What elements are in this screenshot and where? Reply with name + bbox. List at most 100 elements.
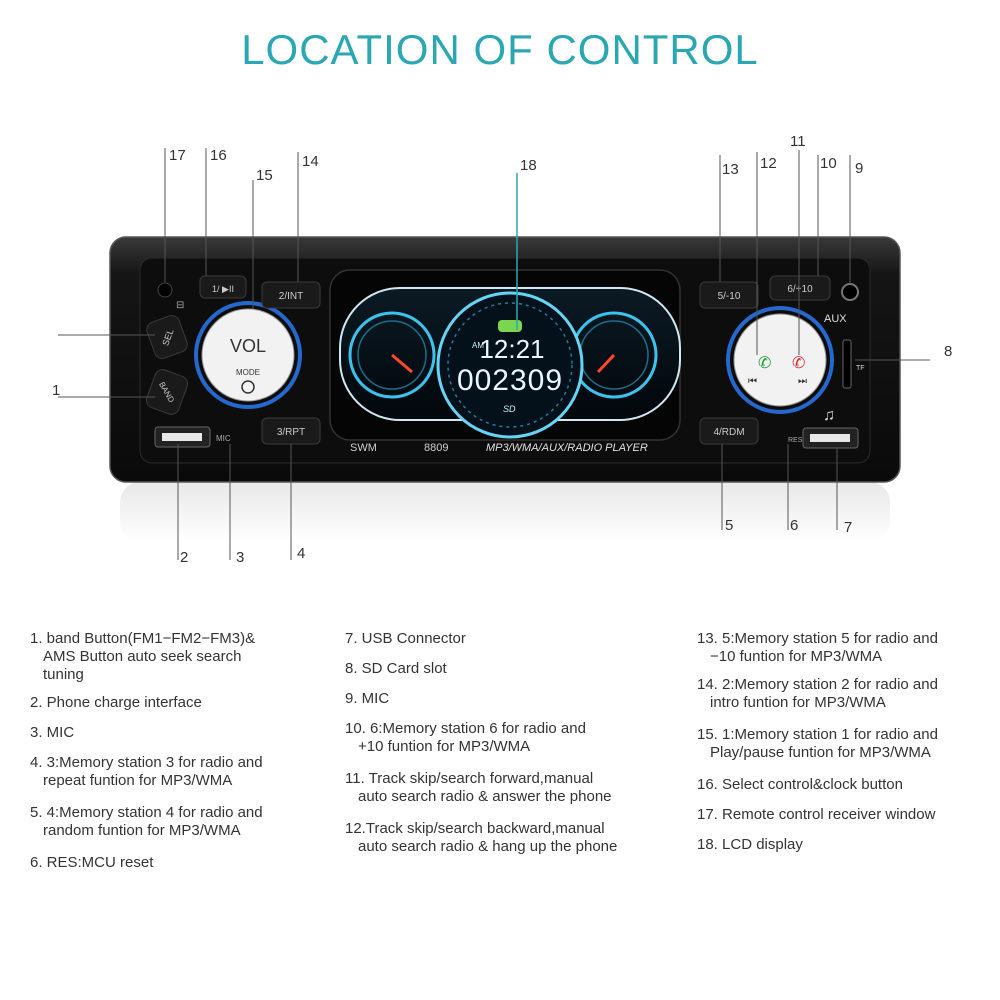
callout-15: 15 [256, 167, 273, 184]
legend-line: random funtion for MP3/WMA [43, 822, 241, 839]
legend-line: 7. USB Connector [345, 630, 466, 647]
callout-7: 7 [844, 519, 852, 536]
callout-11: 11 [790, 133, 806, 150]
callout-10: 10 [820, 155, 837, 172]
callout-4: 4 [297, 545, 305, 562]
next-track-icon: ⏭ [798, 376, 807, 387]
legend-line: 13. 5:Memory station 5 for radio and [697, 630, 938, 647]
legend-line: 8. SD Card slot [345, 660, 447, 677]
aux-jack[interactable] [841, 283, 859, 301]
legend-item: 3. MIC [30, 724, 263, 742]
player-label: MP3/WMA/AUX/RADIO PLAYER [486, 442, 648, 454]
callout-8: 8 [944, 343, 952, 360]
hangup-phone-icon: ✆ [792, 355, 805, 372]
legend-line: −10 funtion for MP3/WMA [710, 648, 883, 665]
callout-16: 16 [210, 147, 227, 164]
mode-label: MODE [236, 368, 260, 377]
sel-button[interactable]: SEL [145, 313, 190, 360]
band-button[interactable]: BAND [144, 367, 190, 416]
lcd-counter: 002309 [457, 364, 563, 397]
callout-18: 18 [520, 157, 537, 174]
legend-line: intro funtion for MP3/WMA [710, 694, 886, 711]
legend-item: 2. Phone charge interface [30, 694, 263, 712]
legend-line: +10 funtion for MP3/WMA [358, 738, 531, 755]
button-5[interactable]: 5/-10 [699, 281, 759, 309]
legend-line: 17. Remote control receiver window [697, 806, 936, 823]
svg-text:3/RPT: 3/RPT [277, 427, 305, 438]
legend-line: 12.Track skip/search backward,manual [345, 820, 605, 837]
vol-label: VOL [230, 336, 266, 356]
lcd-sd: SD [503, 404, 516, 414]
legend-item: 9. MIC [345, 690, 617, 708]
car-stereo-diagram: AM 12:21 002309 SD SWM 8809 MP3/WMA/AUX/… [52, 133, 952, 566]
legend-line: 11. Track skip/search forward,manual [345, 770, 594, 787]
power-icon [241, 380, 255, 394]
res-label: RES [788, 437, 803, 444]
legend-column-3: 13. 5:Memory station 5 for radio and−10 … [697, 630, 938, 854]
legend-item: 8. SD Card slot [345, 660, 617, 678]
legend-line: Play/pause funtion for MP3/WMA [710, 744, 931, 761]
model-label: 8809 [424, 442, 448, 454]
lcd-clock: 12:21 [479, 334, 544, 364]
legend-item: 17. Remote control receiver window [697, 806, 938, 824]
callout-3: 3 [236, 549, 244, 566]
button-3[interactable]: 3/RPT [261, 417, 321, 445]
legend-line: 14. 2:Memory station 2 for radio and [697, 676, 938, 693]
button-6[interactable]: 6/+10 [769, 275, 831, 301]
legend-line: AMS Button auto seek search [43, 648, 242, 665]
page-title: LOCATION OF CONTROL [241, 26, 759, 73]
car-icon [498, 320, 522, 332]
lcd-am: AM [472, 341, 484, 350]
legend-line: 15. 1:Memory station 1 for radio and [697, 726, 938, 743]
legend-line: auto search radio & hang up the phone [358, 838, 618, 855]
legend-column-1: 1. band Button(FM1−FM2−FM3)&AMS Button a… [30, 630, 263, 872]
legend-line: 1. band Button(FM1−FM2−FM3)& [30, 630, 256, 647]
legend-item: 6. RES:MCU reset [30, 854, 263, 872]
vol-knob[interactable] [201, 308, 295, 402]
vol-knob-ring [194, 301, 302, 409]
callout-12: 12 [760, 155, 777, 172]
legend-line: 9. MIC [345, 690, 390, 707]
button-4[interactable]: 4/RDM [699, 417, 759, 445]
track-knob[interactable] [733, 313, 827, 407]
legend-line: tuning [43, 666, 84, 683]
answer-phone-icon: ✆ [758, 355, 771, 372]
button-1[interactable]: 1/ ▶II [199, 275, 247, 299]
reflection [120, 482, 890, 542]
svg-text:5/-10: 5/-10 [718, 291, 741, 302]
mic-label: MIC [216, 434, 231, 443]
legend-line: 5. 4:Memory station 4 for radio and [30, 804, 263, 821]
sd-card-slot[interactable] [842, 339, 852, 389]
legend-line: auto search radio & answer the phone [358, 788, 612, 805]
button-2[interactable]: 2/INT [261, 281, 321, 309]
remote-icon: ⊟ [176, 300, 184, 311]
legend-line: 16. Select control&clock button [697, 776, 903, 793]
left-gauge [348, 311, 436, 399]
center-gauge [436, 291, 584, 439]
legend-column-2: 7. USB Connector 8. SD Card slot 9. MIC 10.… [345, 630, 617, 856]
track-knob-ring [726, 306, 834, 414]
legend-item: 13. 5:Memory station 5 for radio and−10 … [697, 630, 938, 666]
legend-item: 18. LCD display [697, 836, 938, 854]
tf-label: TF [856, 365, 865, 372]
brand-label: SWM [350, 442, 377, 454]
ir-receiver [157, 282, 173, 298]
legend-item: 7. USB Connector [345, 630, 617, 648]
legend-line: 6. RES:MCU reset [30, 854, 154, 871]
svg-text:2/INT: 2/INT [279, 291, 303, 302]
svg-text:6/+10: 6/+10 [787, 284, 813, 295]
callout-17: 17 [169, 147, 186, 164]
callout-2: 2 [180, 549, 188, 566]
svg-text:1/ ▶II: 1/ ▶II [212, 284, 234, 294]
legend-line: 4. 3:Memory station 3 for radio and [30, 754, 263, 771]
callout-13: 13 [722, 161, 739, 178]
callout-6: 6 [790, 517, 798, 534]
legend-line: 10. 6:Memory station 6 for radio and [345, 720, 586, 737]
callout-14: 14 [302, 153, 319, 170]
legend-item: 1. band Button(FM1−FM2−FM3)&AMS Button a… [30, 630, 263, 684]
callout-9: 9 [855, 160, 863, 177]
legend-item: 10. 6:Memory station 6 for radio and+10 … [345, 720, 617, 756]
